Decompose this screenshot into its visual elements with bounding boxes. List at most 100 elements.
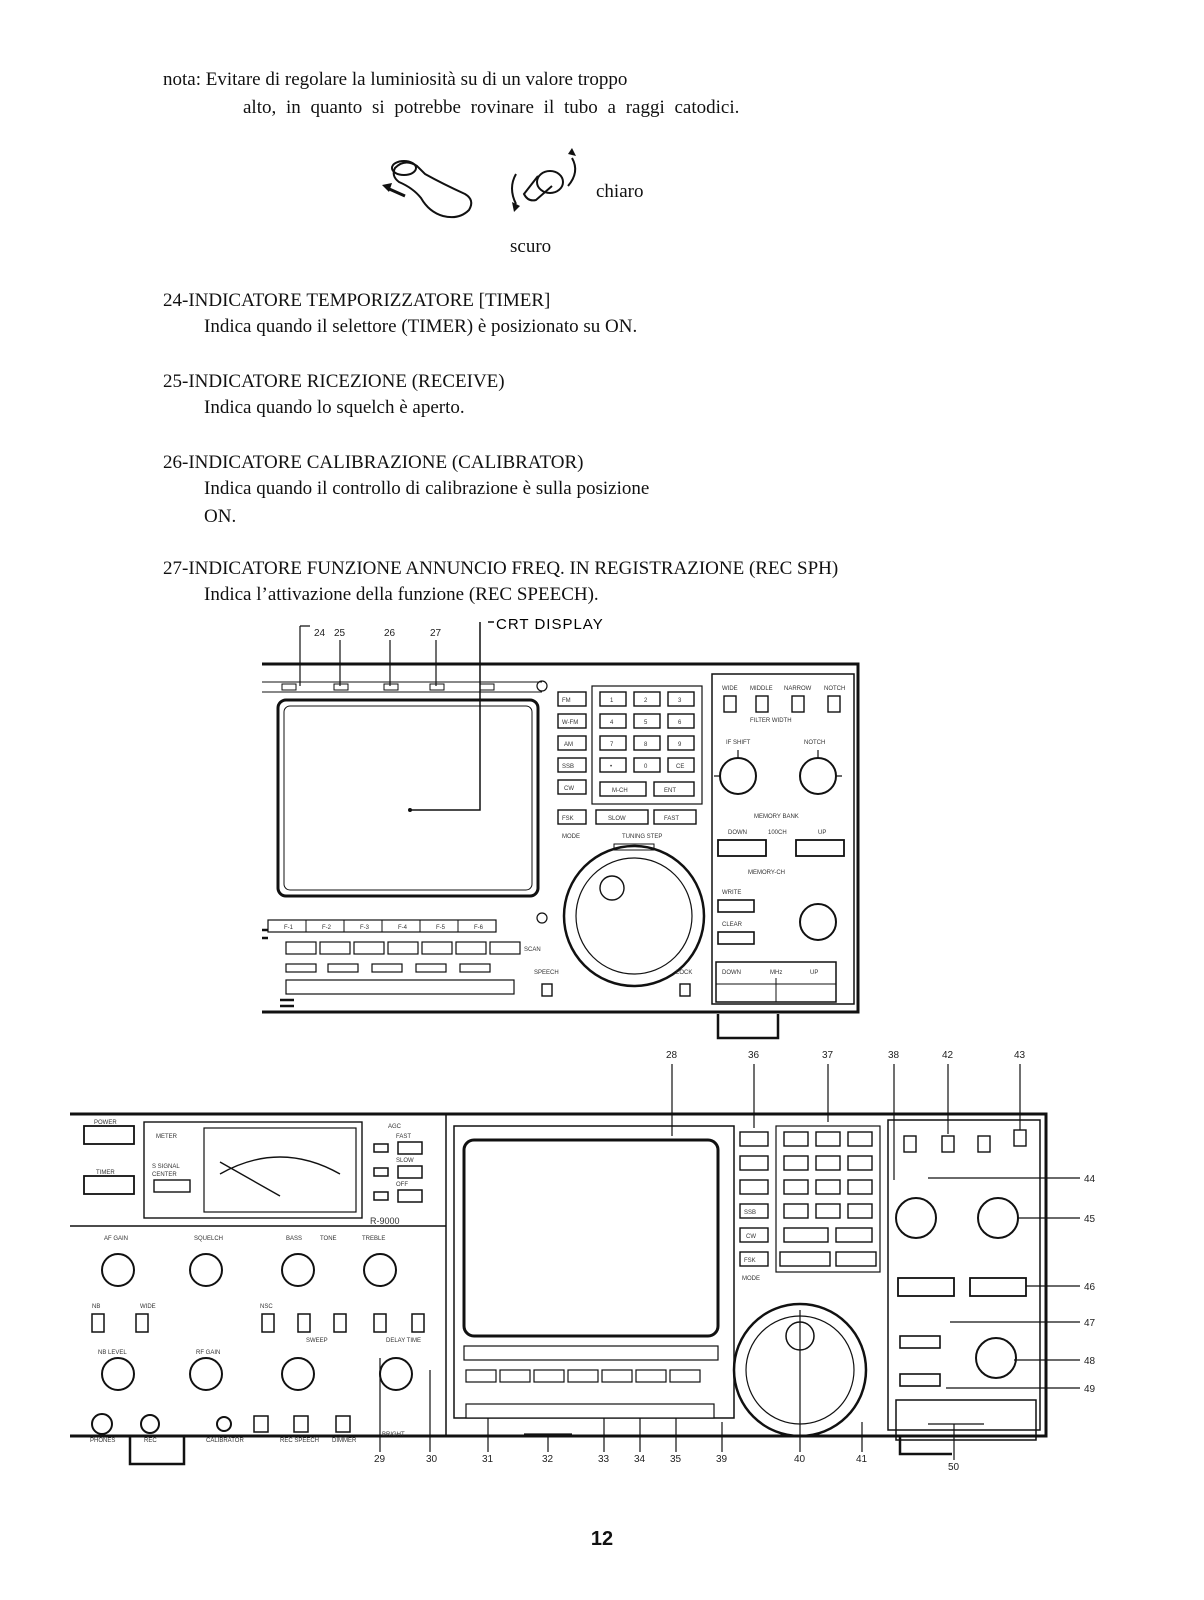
clear-label: CLEAR (722, 922, 743, 928)
callout-27: 27 (430, 628, 442, 639)
bright-label: chiaro (596, 181, 644, 202)
s-signal-label: S SIGNAL (152, 1164, 180, 1170)
rec-label: REC (144, 1438, 157, 1444)
callout-26: 26 (384, 628, 396, 639)
callout-33: 33 (598, 1454, 610, 1465)
lower-mode-label: MODE (742, 1276, 760, 1282)
key-0: 0 (644, 764, 648, 770)
section-25-text: Indica quando lo squelch è aperto. (204, 397, 465, 418)
section-26-text-1: Indica quando il controllo di calibrazio… (204, 478, 650, 499)
sweep-label: SWEEP (306, 1338, 328, 1344)
key-9: 9 (678, 742, 682, 748)
page-number: 12 (590, 1528, 614, 1550)
callout-40: 40 (794, 1454, 806, 1465)
callout-47: 47 (1084, 1318, 1096, 1329)
mode-fsk: FSK (562, 816, 574, 822)
speech-label: SPEECH (534, 970, 559, 976)
callout-35: 35 (670, 1454, 682, 1465)
rec-speech-label: REC SPEECH (280, 1438, 319, 1444)
mode-am: AM (564, 742, 573, 748)
key-4: 4 (610, 720, 614, 726)
mode-fm: FM (562, 698, 571, 704)
tone-label: TONE (320, 1236, 337, 1242)
calibrator-label: CALIBRATOR (206, 1438, 244, 1444)
treble-label: TREBLE (362, 1236, 385, 1242)
middle-label: MIDDLE (750, 686, 773, 692)
nsc-label: NSC (260, 1304, 273, 1310)
callout-46: 46 (1084, 1282, 1096, 1293)
callout-45: 45 (1084, 1214, 1096, 1225)
section-27-text: Indica l’attivazione della funzione (REC… (204, 584, 599, 605)
callout-28: 28 (666, 1050, 678, 1061)
key-fast: FAST (664, 816, 679, 822)
mode-ssb: SSB (562, 764, 574, 770)
callout-37: 37 (822, 1050, 834, 1061)
key-ent: ENT (664, 788, 676, 794)
af-gain-label: AF GAIN (104, 1236, 128, 1242)
narrow-label: NARROW (784, 686, 812, 692)
fkey-5: F-5 (436, 925, 446, 931)
lower-mode-cw: CW (746, 1234, 756, 1240)
fkey-3: F-3 (360, 925, 370, 931)
key-3: 3 (678, 698, 682, 704)
fkey-1: F-1 (284, 925, 294, 931)
write-label: WRITE (722, 890, 741, 896)
callout-41: 41 (856, 1454, 868, 1465)
tuning-step-label: TUNING STEP (622, 834, 662, 840)
down-label: DOWN (728, 830, 747, 836)
agc-fast-label: FAST (396, 1134, 411, 1140)
callout-48: 48 (1084, 1356, 1096, 1367)
center-label: CENTER (152, 1172, 177, 1178)
key-mch: M-CH (612, 788, 628, 794)
callout-44: 44 (1084, 1174, 1096, 1185)
note-line-2: alto, in quanto si potrebbe rovinare il … (243, 97, 740, 118)
timer-label: TIMER (96, 1170, 115, 1176)
callout-31: 31 (482, 1454, 494, 1465)
agc-slow-label: SLOW (396, 1158, 414, 1164)
bass-label: BASS (286, 1236, 302, 1242)
upper-receiver-diagram: 24 25 26 27 CRT DISPLAY FM W-FM AM SSB C… (262, 616, 860, 1040)
callout-29: 29 (374, 1454, 386, 1465)
callout-50: 50 (948, 1462, 960, 1473)
agc-label: AGC (388, 1124, 402, 1130)
squelch-label: SQUELCH (194, 1236, 223, 1242)
key-2: 2 (644, 698, 648, 704)
filter-width-label: FILTER WIDTH (750, 718, 792, 724)
section-24-text: Indica quando il selettore (TIMER) è pos… (204, 316, 638, 337)
nb-level-label: NB LEVEL (98, 1350, 127, 1356)
up-mhz-label: UP (810, 970, 818, 976)
bright-label-lower: BRIGHT (382, 1432, 405, 1438)
lower-mode-ssb: SSB (744, 1210, 756, 1216)
wide-switch-label: WIDE (140, 1304, 156, 1310)
if-shift-label: IF SHIFT (726, 740, 751, 746)
mhz-label: MHz (770, 970, 782, 976)
dimmer-label: DIMMER (332, 1438, 357, 1444)
section-26-text-2: ON. (204, 506, 237, 527)
rf-gain-label: RF GAIN (196, 1350, 220, 1356)
crt-display-label: CRT DISPLAY (496, 616, 604, 633)
section-27-heading: 27-INDICATORE FUNZIONE ANNUNCIO FREQ. IN… (163, 558, 839, 579)
agc-off-label: OFF (396, 1182, 408, 1188)
notch-knob-label: NOTCH (804, 740, 825, 746)
note-line-1: nota: Evitare di regolare la luminiosità… (163, 69, 628, 90)
lower-mode-fsk: FSK (744, 1258, 756, 1264)
up-label: UP (818, 830, 826, 836)
key-5: 5 (644, 720, 648, 726)
mode-cw: CW (564, 786, 574, 792)
section-24-heading: 24-INDICATORE TEMPORIZZATORE [TIMER] (163, 290, 551, 311)
lower-receiver-diagram: 28 36 37 38 42 43 44 45 46 47 48 49 29 3… (70, 1050, 1096, 1473)
memory-bank-label: MEMORY BANK (754, 814, 799, 820)
key-1: 1 (610, 698, 614, 704)
wide-label: WIDE (722, 686, 738, 692)
callout-32: 32 (542, 1454, 554, 1465)
key-7: 7 (610, 742, 614, 748)
section-25-heading: 25-INDICATORE RICEZIONE (RECEIVE) (163, 371, 505, 392)
model-label: R-9000 (370, 1216, 400, 1226)
meter-label: METER (156, 1134, 178, 1140)
key-ce: CE (676, 764, 684, 770)
key-slow: SLOW (608, 816, 626, 822)
fkey-6: F-6 (474, 925, 484, 931)
callout-38: 38 (888, 1050, 900, 1061)
callout-34: 34 (634, 1454, 646, 1465)
section-26-heading: 26-INDICATORE CALIBRAZIONE (CALIBRATOR) (163, 452, 584, 473)
